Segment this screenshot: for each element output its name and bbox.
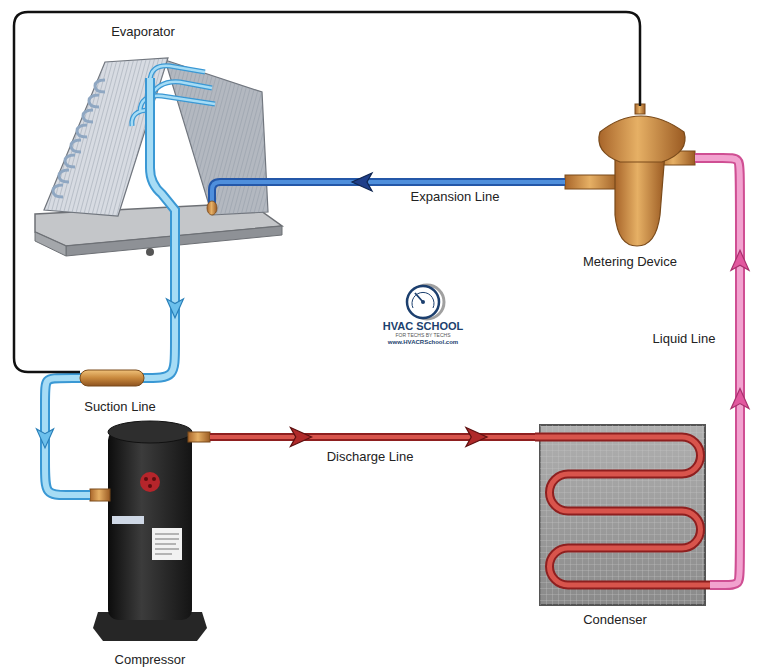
coil-slab-left — [44, 58, 168, 216]
valve-head — [599, 116, 685, 162]
compressor-label: Compressor — [90, 652, 210, 668]
sticker-lines — [155, 534, 179, 554]
condenser-mesh — [540, 425, 705, 605]
coil-slab-right — [165, 60, 268, 215]
condenser-tube — [535, 437, 710, 585]
component-box: Compressor — [90, 415, 210, 670]
expansion-stub-outline — [212, 182, 285, 203]
metering-device-label: Metering Device — [565, 254, 695, 270]
discharge-line — [210, 428, 535, 447]
evaporator-coil — [35, 58, 285, 270]
logo-dot — [152, 477, 156, 481]
condenser-coil — [535, 425, 710, 605]
sensing-bulb — [80, 370, 144, 386]
drain-pan-side — [35, 232, 66, 256]
drain-pan-edge — [66, 226, 282, 256]
distributor-tubes — [132, 66, 215, 126]
line-label: Liquid Line — [639, 331, 729, 347]
pipe-core — [210, 435, 535, 439]
valve-outlet — [565, 175, 620, 189]
valve-body — [615, 152, 665, 246]
condenser-casing — [540, 425, 705, 605]
logo-dot — [144, 477, 148, 481]
compressor-badge — [112, 516, 144, 524]
component-box: Metering Device — [565, 100, 695, 275]
component-box: Condenser — [535, 420, 710, 630]
evaporator-label: Evaporator — [83, 24, 203, 40]
compressor-sticker — [152, 528, 182, 560]
logo-tagline: FOR TECHS BY TECHS — [373, 332, 473, 338]
logo-wordmark: HVAC SCHOOL — [373, 320, 473, 332]
pipe-outline — [45, 270, 175, 495]
flow-arrowhead — [352, 173, 372, 191]
coil-fins-left — [44, 58, 168, 216]
suction-header-outline — [150, 78, 175, 270]
suction-line — [36, 270, 183, 495]
flow-arrowhead — [36, 429, 53, 448]
gauge-ring — [407, 286, 439, 318]
compressor-dome — [108, 421, 192, 443]
pipe-core — [45, 270, 175, 495]
expansion-stub — [212, 182, 285, 203]
pipe-core — [285, 180, 565, 184]
drain-port — [146, 248, 154, 256]
logo-url: www.HVACRSchool.com — [373, 339, 473, 346]
compressor-base — [93, 612, 207, 641]
gauge-hub — [421, 300, 425, 304]
flow-arrowhead — [466, 428, 487, 447]
suction-fitting — [90, 489, 110, 501]
drain-pan — [35, 203, 282, 246]
line-label: Discharge Line — [310, 449, 430, 465]
liquid-line — [695, 158, 749, 585]
scroll-compressor — [90, 421, 210, 641]
compressor-logo — [140, 472, 160, 492]
condenser-tube-outline — [535, 437, 710, 585]
metering-valve — [565, 104, 695, 246]
flow-arrowhead — [166, 299, 183, 318]
gauge-shadow — [410, 285, 444, 319]
flow-arrowhead — [291, 428, 312, 447]
line-label: Expansion Line — [395, 189, 515, 205]
coil-fins-right — [165, 60, 268, 215]
suction-header — [150, 78, 175, 270]
logo-gauge — [407, 285, 444, 319]
discharge-fitting — [188, 432, 210, 442]
gauge-scale — [412, 292, 434, 308]
valve-inlet — [655, 151, 695, 165]
component-box: Evaporator — [30, 20, 285, 270]
pipe-outline — [285, 178, 565, 186]
condenser-label: Condenser — [555, 612, 675, 628]
expansion-line — [285, 173, 565, 191]
compressor-shell — [108, 430, 192, 620]
distributor-tubes-outline — [132, 66, 215, 126]
gauge-needle — [415, 293, 423, 302]
distributor-nozzle — [207, 201, 217, 215]
logo-dot — [148, 484, 152, 488]
pipe-outline — [695, 158, 740, 585]
flow-arrowhead — [731, 250, 749, 270]
line-label: Suction Line — [60, 399, 180, 415]
pipe-core — [695, 158, 740, 585]
capillary-fitting — [635, 104, 645, 114]
flow-arrowhead — [731, 389, 749, 409]
pipe-outline — [210, 433, 535, 441]
tube-hairpins — [53, 80, 105, 197]
capillary-tube — [14, 12, 640, 372]
